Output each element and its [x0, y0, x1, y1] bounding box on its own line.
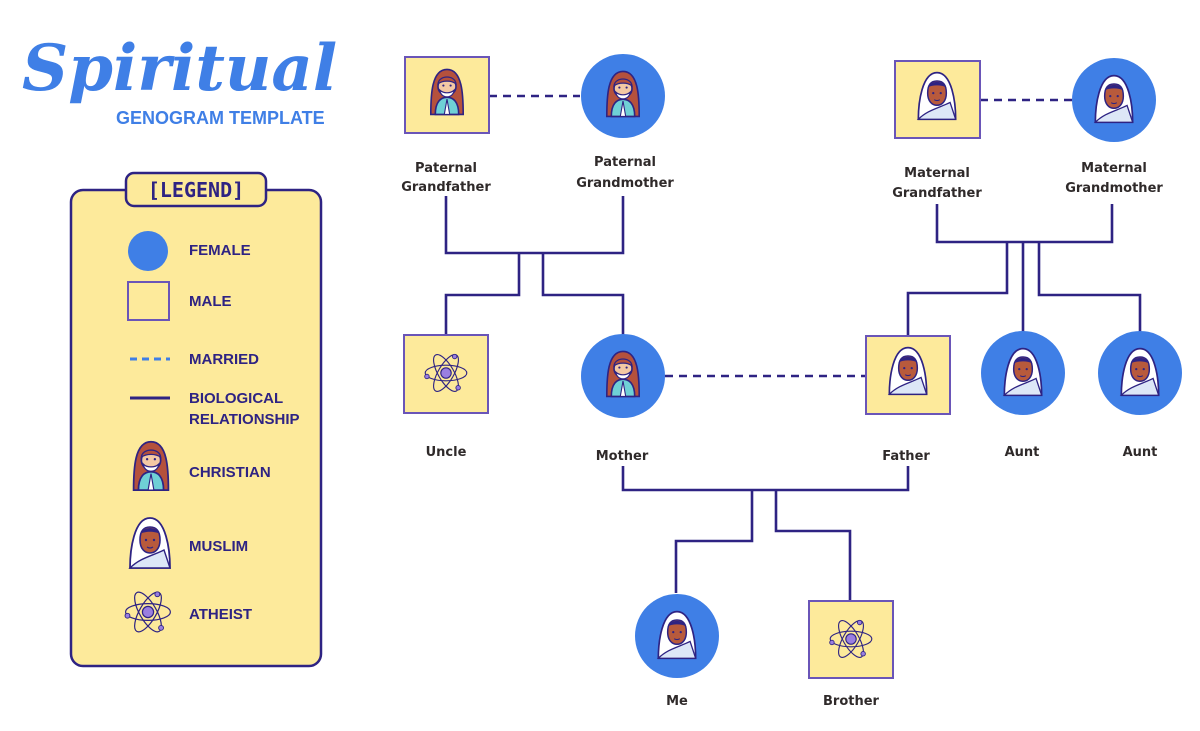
- person-label: Father: [882, 449, 930, 464]
- legend-biological-label-1: BIOLOGICAL: [189, 390, 283, 407]
- bio-line-to-brother: [774, 490, 852, 601]
- legend-married-label: MARRIED: [189, 351, 259, 368]
- person-label-line1: Maternal: [904, 166, 970, 181]
- person-label: Me: [666, 694, 688, 709]
- legend-male-symbol: [127, 281, 170, 321]
- christian-icon: [605, 350, 641, 398]
- person-maternal-grandfather[interactable]: Maternal Grandfather: [892, 60, 982, 201]
- christian-icon: [605, 70, 641, 118]
- christian-icon: [429, 68, 465, 116]
- person-aunt-2[interactable]: Aunt: [1098, 331, 1182, 460]
- person-label-line1: Paternal: [415, 161, 477, 176]
- title-block: Spiritual GENOGRAM TEMPLATE: [22, 31, 337, 128]
- legend-panel: [LEGEND] FEMALE MALE MARRIED BIOLOGICAL …: [69, 171, 323, 668]
- person-label: Mother: [596, 449, 649, 464]
- bio-line-to-father: [906, 242, 1009, 336]
- person-uncle[interactable]: Uncle: [403, 334, 489, 460]
- bio-line-maternal-couple: [935, 204, 1114, 244]
- person-aunt-1[interactable]: Aunt: [981, 331, 1065, 460]
- bio-line-paternal-couple: [444, 196, 625, 255]
- person-me[interactable]: Me: [635, 594, 719, 709]
- relationship-lines: [444, 94, 1142, 601]
- legend-female-symbol: [128, 231, 168, 271]
- person-label-line2: Grandmother: [1065, 181, 1163, 196]
- person-label: Uncle: [426, 445, 467, 460]
- bio-line-to-uncle: [444, 253, 521, 335]
- bio-line-parents-couple: [621, 466, 910, 492]
- person-label-line2: Grandfather: [892, 186, 982, 201]
- person-label: Aunt: [1005, 445, 1040, 460]
- person-paternal-grandfather[interactable]: Paternal Grandfather: [401, 56, 491, 195]
- person-label-line2: Grandmother: [576, 176, 674, 191]
- bio-line-to-aunt-2: [1037, 242, 1142, 333]
- legend-christian-label: CHRISTIAN: [189, 464, 271, 481]
- legend-atheist-label: ATHEIST: [189, 606, 252, 623]
- bio-line-to-me: [674, 490, 754, 593]
- legend-male-label: MALE: [189, 293, 232, 310]
- legend-muslim-label: MUSLIM: [189, 538, 248, 555]
- person-label: Brother: [823, 694, 880, 709]
- title-subtitle: GENOGRAM TEMPLATE: [116, 108, 325, 128]
- person-maternal-grandmother[interactable]: Maternal Grandmother: [1065, 58, 1163, 196]
- title-script: Spiritual: [22, 31, 337, 106]
- legend-female-label: FEMALE: [189, 242, 251, 259]
- legend-box: [69, 188, 323, 668]
- person-mother[interactable]: Mother: [581, 334, 665, 464]
- person-label-line2: Grandfather: [401, 180, 491, 195]
- bio-line-to-mother: [541, 253, 625, 335]
- legend-christian-icon: [132, 440, 170, 492]
- person-brother[interactable]: Brother: [808, 600, 894, 709]
- person-label-line1: Paternal: [594, 155, 656, 170]
- legend-biological-label-2: RELATIONSHIP: [189, 411, 300, 428]
- legend-title: [LEGEND]: [148, 178, 244, 202]
- person-paternal-grandmother[interactable]: Paternal Grandmother: [576, 54, 674, 191]
- person-label: Aunt: [1123, 445, 1158, 460]
- person-father[interactable]: Father: [865, 335, 951, 464]
- person-label-line1: Maternal: [1081, 161, 1147, 176]
- legend-title-box: [124, 171, 268, 208]
